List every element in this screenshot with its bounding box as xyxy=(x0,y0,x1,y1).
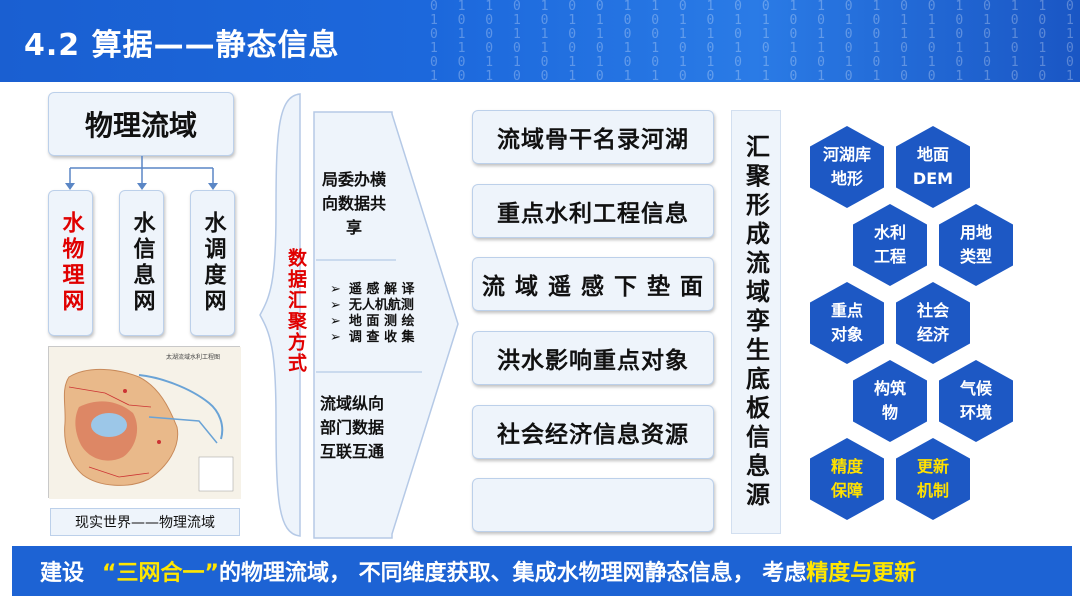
source-column: 汇聚形成流域孪生底板信息源 xyxy=(731,110,781,534)
hex-climate: 气候 环境 xyxy=(939,360,1013,442)
vertical-interconnect-text: 流域纵向部门数据互联互通 xyxy=(316,392,388,464)
hex-terrain: 河湖库 地形 xyxy=(810,126,884,208)
hex-socioeconomy: 社会 经济 xyxy=(896,282,970,364)
hex-land-use: 用地 类型 xyxy=(939,204,1013,286)
summary-highlight-1: “三网合一” xyxy=(102,555,219,587)
bullet-item: ➢调 查 收 集 xyxy=(330,330,414,346)
horizontal-sharing-text: 局委办横向数据共享 xyxy=(318,168,390,240)
hex-dem: 地面 DEM xyxy=(896,126,970,208)
net-dispatch: 水调度网 xyxy=(190,190,235,336)
net-physical: 水物理网 xyxy=(48,190,93,336)
physical-basin-box: 物理流域 xyxy=(48,92,234,156)
hex-precision: 精度 保障 xyxy=(810,438,884,520)
header-banner: 0 1 1 0 1 0 0 1 1 0 1 0 0 1 1 0 1 0 0 1 … xyxy=(0,0,1080,82)
info-item-remote-sensing: 流 域 遥 感 下 垫 面 xyxy=(472,257,714,311)
net-physical-label: 水物理网 xyxy=(55,211,87,315)
bullet-arrow-icon: ➢ xyxy=(330,298,341,314)
bullet-item: ➢无人机航测 xyxy=(330,298,414,314)
map-caption: 现实世界——物理流域 xyxy=(50,508,240,536)
hex-water-projects: 水利 工程 xyxy=(853,204,927,286)
binary-background: 0 1 1 0 1 0 0 1 1 0 1 0 0 1 1 0 1 0 0 1 … xyxy=(430,0,1080,82)
net-dispatch-label: 水调度网 xyxy=(197,211,229,315)
source-column-text: 汇聚形成流域孪生底板信息源 xyxy=(739,134,774,511)
bullet-arrow-icon: ➢ xyxy=(330,282,341,298)
basin-map-image: 太湖流域水利工程图 xyxy=(48,346,240,498)
summary-highlight-2: 精度与更新 xyxy=(806,555,916,587)
bullet-arrow-icon: ➢ xyxy=(330,314,341,330)
info-item-rivers: 流域骨干名录河湖 xyxy=(472,110,714,164)
info-item-empty xyxy=(472,478,714,532)
connector-lines xyxy=(48,156,248,192)
summary-part-3: 的物理流域， 不同维度获取、集成水物理网静态信息， 考虑 xyxy=(219,555,806,587)
summary-banner: 建设 “三网合一” 的物理流域， 不同维度获取、集成水物理网静态信息， 考虑 精… xyxy=(12,546,1072,596)
hex-structures: 构筑 物 xyxy=(853,360,927,442)
info-item-flood-objects: 洪水影响重点对象 xyxy=(472,331,714,385)
hex-key-objects: 重点 对象 xyxy=(810,282,884,364)
collection-bullets: ➢遥 感 解 译 ➢无人机航测 ➢地 面 测 绘 ➢调 查 收 集 xyxy=(330,282,414,346)
bullet-item: ➢地 面 测 绘 xyxy=(330,314,414,330)
bullet-arrow-icon: ➢ xyxy=(330,330,341,346)
info-item-projects: 重点水利工程信息 xyxy=(472,184,714,238)
page-title: 4.2 算据——静态信息 xyxy=(24,20,340,64)
map-title: 太湖流域水利工程图 xyxy=(166,353,220,361)
bullet-item: ➢遥 感 解 译 xyxy=(330,282,414,298)
hex-update: 更新 机制 xyxy=(896,438,970,520)
summary-part-1: 建设 xyxy=(40,555,84,587)
net-information: 水信息网 xyxy=(119,190,164,336)
info-item-socioeconomic: 社会经济信息资源 xyxy=(472,405,714,459)
net-information-label: 水信息网 xyxy=(126,211,158,315)
